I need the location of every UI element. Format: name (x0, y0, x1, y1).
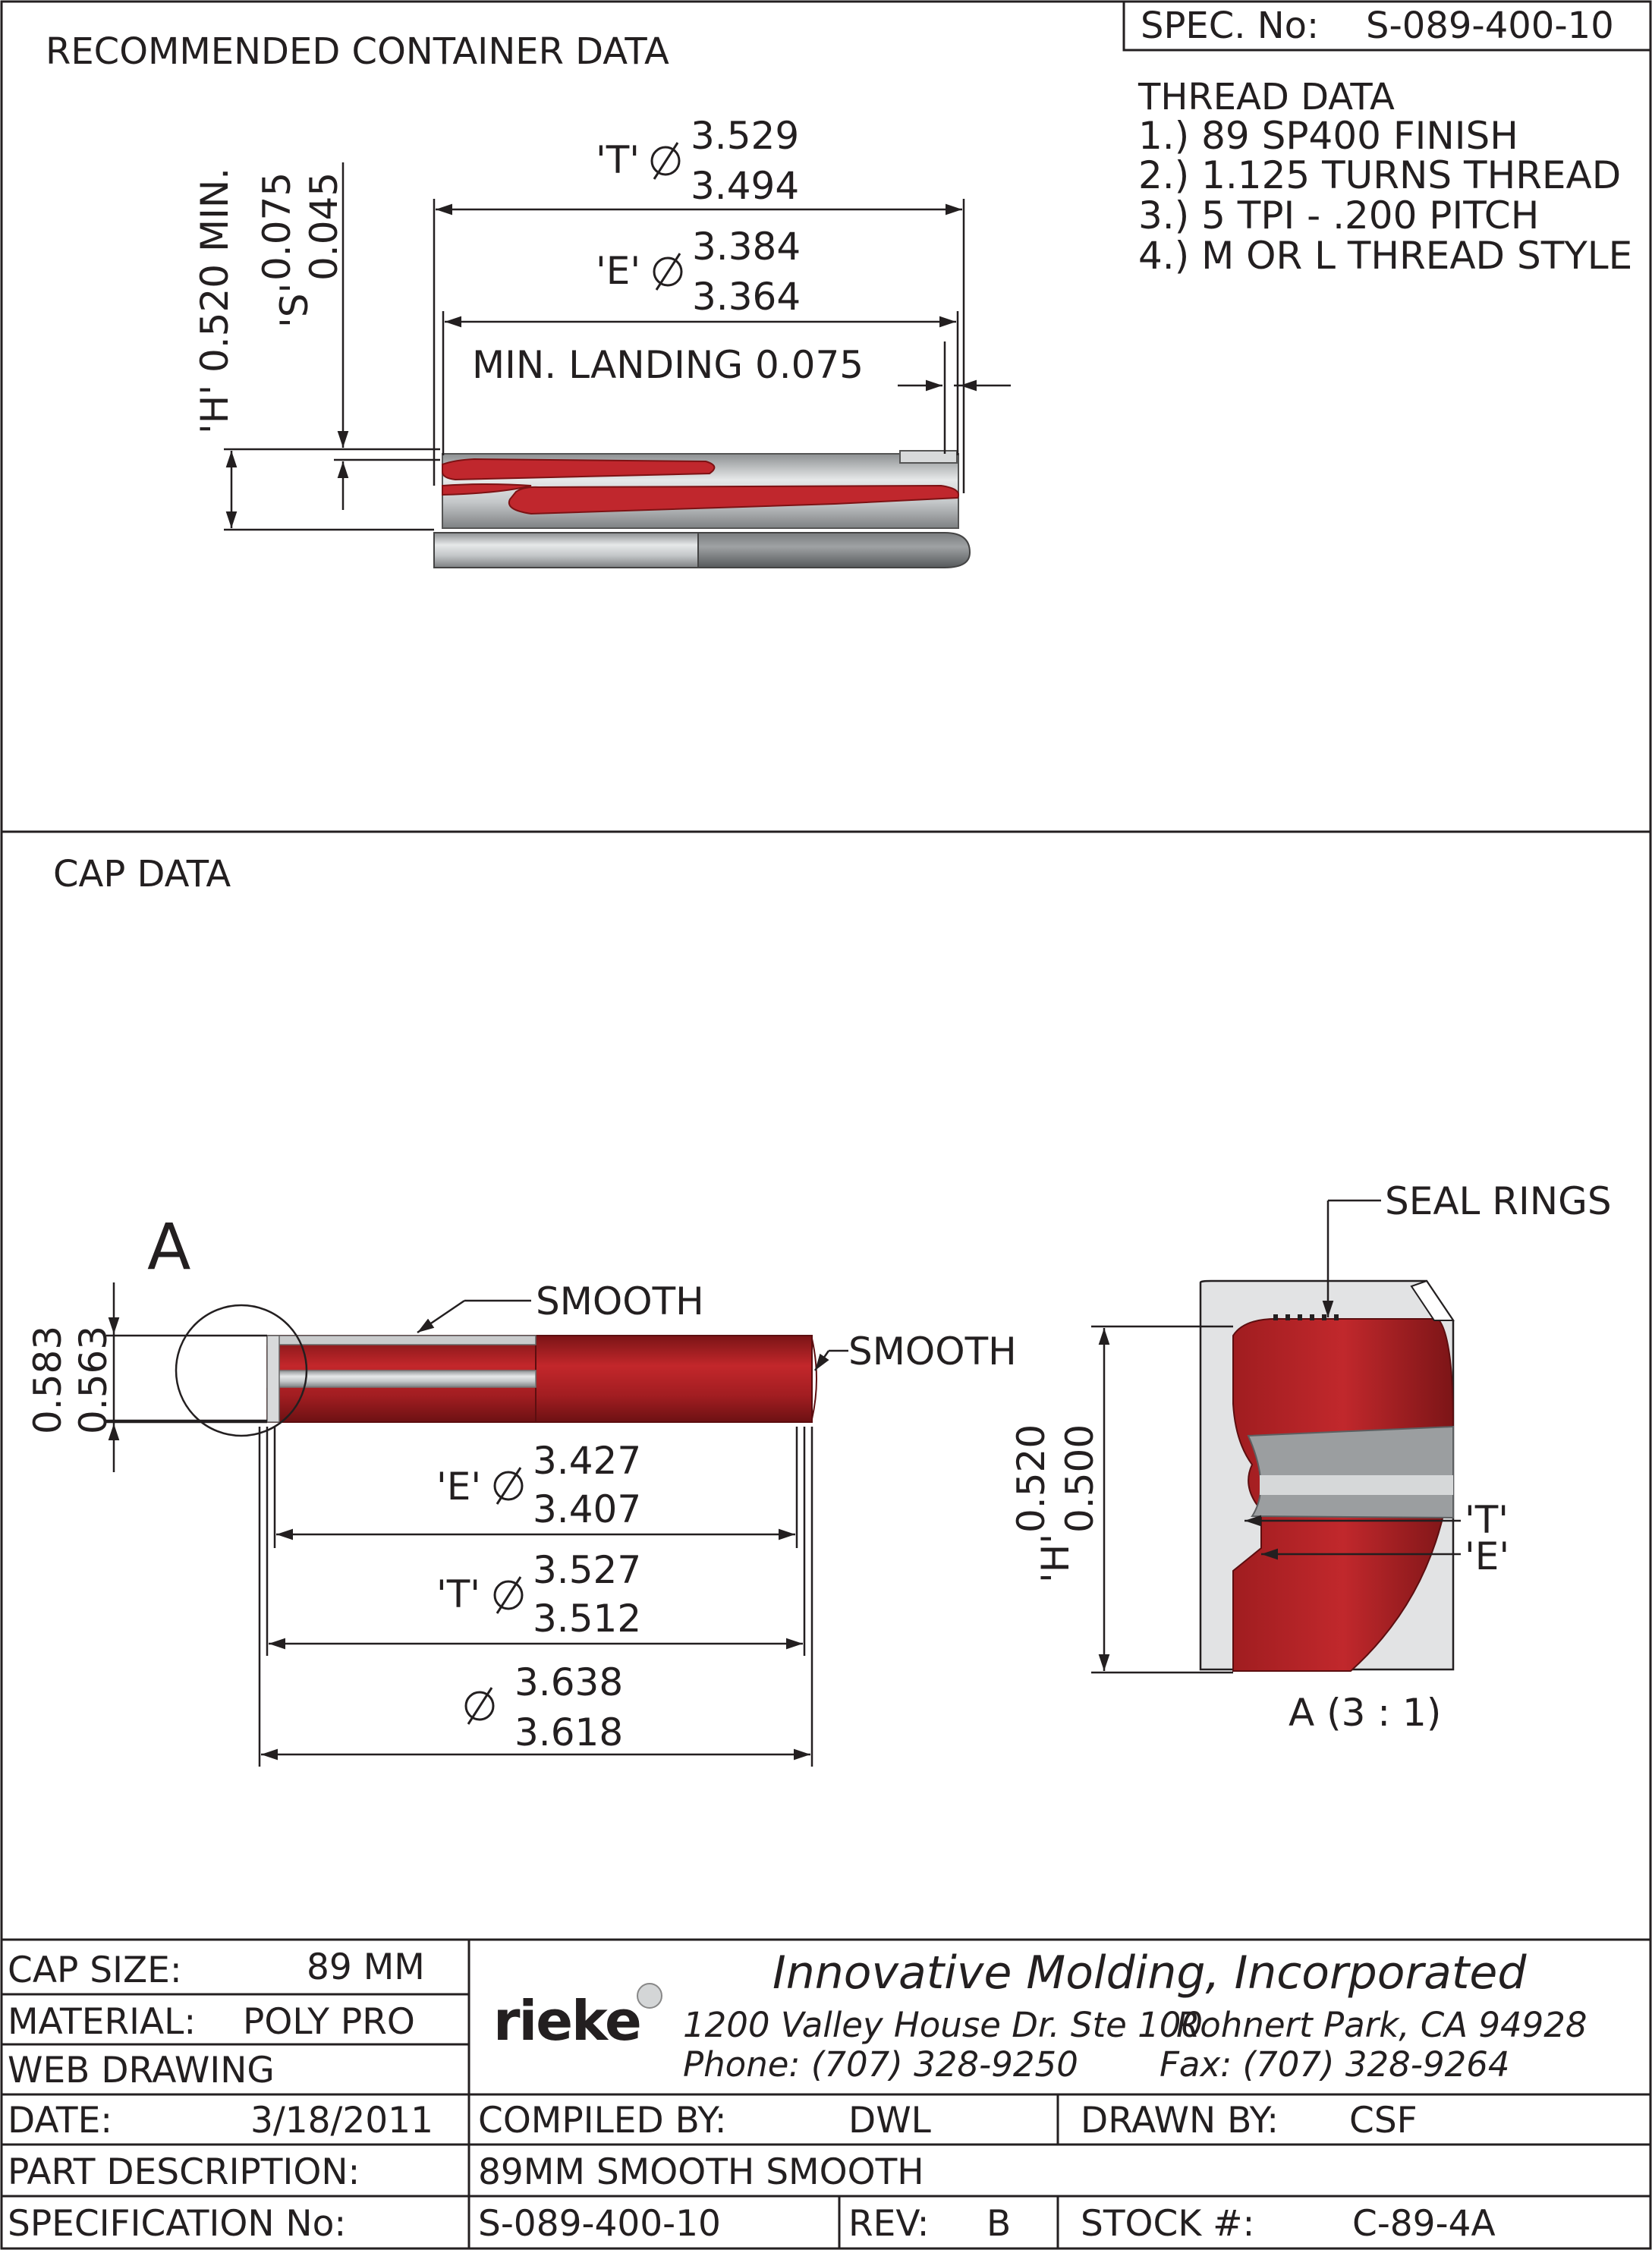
cap-dimensions (106, 1282, 813, 1767)
diameter-symbol-icon (493, 1467, 524, 1505)
diameter-symbol-icon (464, 1687, 495, 1725)
smooth-top-label: SMOOTH (536, 1279, 704, 1323)
cap-h-outer: 0.583 (26, 1326, 70, 1434)
detail-h-max: 0.520 (1009, 1424, 1053, 1533)
stock-label: STOCK #: (1081, 2203, 1254, 2245)
container-dimension-labels: 'T' 3.529 3.494 'E' 3.384 3.364 MIN. LAN… (193, 114, 864, 434)
date-label: DATE: (8, 2100, 112, 2141)
detail-e-label: 'E' (1465, 1534, 1509, 1578)
detail-h-label: 'H' (1034, 1534, 1078, 1583)
cap-dimension-labels: 0.583 0.563 'E' 3.427 3.407 'T' 3.527 3.… (26, 1326, 641, 1754)
diameter-symbol-icon (653, 253, 683, 291)
cap-od-min: 3.618 (514, 1710, 623, 1754)
cap-t-label: 'T' (436, 1572, 480, 1616)
material-value: POLY PRO (243, 2001, 415, 2043)
diameter-symbol-icon (650, 142, 681, 180)
thread-data-item-2: 2.) 1.125 TURNS THREAD (1138, 153, 1621, 197)
material-label: MATERIAL: (8, 2001, 196, 2043)
detail-letter: A (147, 1210, 190, 1284)
rev-value: B (986, 2203, 1011, 2245)
cap-od-max: 3.638 (514, 1660, 623, 1704)
part-description-value: 89MM SMOOTH SMOOTH (478, 2151, 924, 2193)
seal-rings-label: SEAL RINGS (1385, 1179, 1612, 1223)
cap-e-max: 3.427 (533, 1439, 641, 1483)
detail-a-circle (175, 1304, 308, 1437)
date-value: 3/18/2011 (250, 2100, 433, 2141)
drawn-by-value: CSF (1349, 2100, 1418, 2141)
thread-data-item-1: 1.) 89 SP400 FINISH (1138, 114, 1518, 158)
container-title: RECOMMENDED CONTAINER DATA (46, 30, 669, 73)
cap-size-value: 89 MM (307, 1946, 425, 1988)
container-finish-drawing (433, 450, 971, 568)
cap-t-min: 3.512 (533, 1597, 641, 1641)
detail-t-label: 'T' (1465, 1498, 1509, 1542)
container-e-min: 3.364 (692, 275, 801, 319)
container-dimensions (224, 162, 1011, 531)
container-s-label: 'S' (272, 283, 316, 328)
company-address: 1200 Valley House Dr. Ste 100 (683, 2005, 1203, 2045)
rev-label: REV: (848, 2203, 930, 2245)
spec-header: SPEC. No: S-089-400-10 (1122, 0, 1652, 52)
specification-label: SPECIFICATION No: (8, 2203, 346, 2245)
cap-size-label: CAP SIZE: (8, 1949, 182, 1991)
diameter-symbol-icon (493, 1576, 524, 1614)
thread-data-title: THREAD DATA (1138, 76, 1395, 118)
container-t-min: 3.494 (691, 164, 799, 208)
thread-data-item-3: 3.) 5 TPI - .200 PITCH (1138, 194, 1539, 238)
company-phone: Phone: (707) 328-9250 (683, 2044, 1078, 2085)
cap-e-min: 3.407 (533, 1487, 641, 1531)
container-h-text: 'H' 0.520 MIN. (193, 168, 237, 434)
drawn-by-label: DRAWN BY: (1081, 2100, 1279, 2141)
company-fax: Fax: (707) 328-9264 (1160, 2044, 1510, 2085)
part-description-label: PART DESCRIPTION: (8, 2151, 360, 2193)
cap-e-label: 'E' (436, 1465, 481, 1509)
smooth-side-label: SMOOTH (848, 1330, 1017, 1374)
compiled-by-label: COMPILED BY: (478, 2100, 727, 2141)
detail-a-dimensions (1091, 1199, 1461, 1674)
company-city: Rohnert Park, CA 94928 (1176, 2005, 1587, 2045)
smooth-leaders (417, 1299, 848, 1371)
container-s-max: 0.075 (255, 172, 299, 281)
container-landing: MIN. LANDING 0.075 (472, 343, 864, 387)
detail-caption: A (3 : 1) (1289, 1691, 1441, 1735)
cap-side-view (266, 1335, 817, 1423)
spec-header-value: S-089-400-10 (1366, 5, 1614, 47)
container-e-max: 3.384 (692, 225, 801, 269)
cap-h-inner: 0.563 (71, 1326, 115, 1434)
specification-value: S-089-400-10 (478, 2203, 721, 2245)
rieke-logo: rieke (493, 1989, 640, 2053)
thread-data: THREAD DATA 1.) 89 SP400 FINISH 2.) 1.12… (1138, 76, 1632, 278)
detail-h-min: 0.500 (1058, 1424, 1102, 1533)
detail-a-view (1199, 1279, 1455, 1672)
compiled-by-value: DWL (848, 2100, 931, 2141)
cap-title: CAP DATA (53, 853, 231, 895)
cap-t-max: 3.527 (533, 1548, 641, 1592)
company-name: Innovative Molding, Incorporated (773, 1946, 1527, 2000)
container-thread-lower (508, 484, 959, 515)
stock-value: C-89-4A (1352, 2203, 1496, 2245)
rieke-logo-globe-icon (637, 1983, 662, 2009)
container-e-label: 'E' (596, 249, 640, 293)
spec-header-label: SPEC. No: (1141, 5, 1319, 47)
container-t-label: 'T' (596, 138, 640, 182)
thread-data-item-4: 4.) M OR L THREAD STYLE (1138, 234, 1632, 278)
web-drawing-label: WEB DRAWING (8, 2050, 275, 2091)
title-block-grid (2, 1938, 1650, 2248)
container-s-min: 0.045 (302, 172, 346, 281)
container-thread-upper (442, 458, 716, 481)
seal-ring-teeth (1273, 1314, 1339, 1320)
container-t-max: 3.529 (691, 114, 799, 158)
title-block: CAP SIZE: 89 MM MATERIAL: POLY PRO WEB D… (8, 1946, 1587, 2245)
